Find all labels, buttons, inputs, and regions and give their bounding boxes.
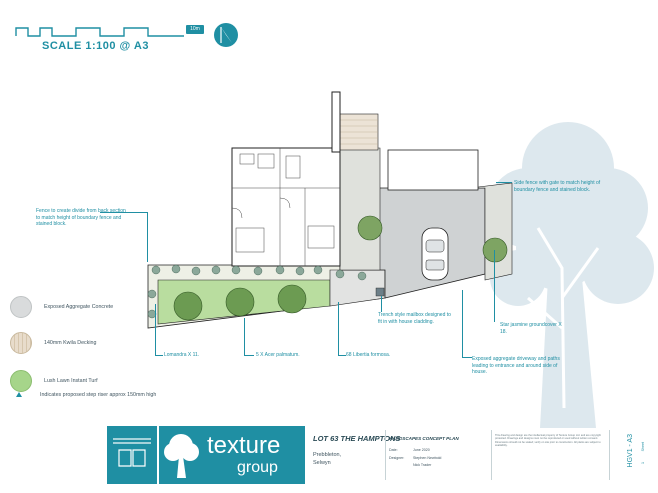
sheet-label: Sheet	[641, 442, 645, 452]
side-path-left	[339, 147, 381, 271]
designer-2: Nick Trader	[413, 463, 432, 467]
decking-swatch	[10, 332, 32, 354]
north-arrow-icon	[214, 23, 238, 47]
mailbox	[375, 287, 385, 297]
plan-title: HARDSCAPES CONCEPT PLAN	[389, 436, 459, 441]
note-acer: 5 X Acer palmatum.	[256, 352, 300, 358]
book-icon	[113, 438, 151, 467]
sheet-code: HGV1 - A3	[627, 434, 634, 468]
brand-name-top: texture	[207, 432, 281, 459]
scale-label: SCALE 1:100 @ A3	[42, 40, 149, 52]
title-block: texture group LOT 63 THE HAMPTONS Prebbl…	[107, 426, 653, 484]
acer-trees	[173, 215, 508, 321]
note-lomandra: Lomandra X 11.	[164, 352, 200, 358]
garage	[387, 149, 479, 191]
site-plan-drawing	[147, 91, 513, 329]
designer-1: Stephen Newbold	[413, 456, 442, 460]
brand-panel: texture group	[159, 426, 305, 484]
location-line-1: Prebbleton,	[313, 452, 342, 458]
brand-name-bottom: group	[237, 459, 278, 476]
designer-label: Designer:	[389, 456, 405, 460]
concrete-swatch	[10, 296, 32, 318]
tree-logo-icon	[164, 434, 199, 478]
note-fence-divide: Fence to create divide from back section…	[36, 208, 126, 228]
note-driveway: Exposed aggregate driveway and paths lea…	[472, 356, 560, 376]
sheet-number: 1	[641, 462, 645, 464]
note-libertia: 68 Libertia formosa.	[346, 352, 391, 358]
scale-bar	[15, 27, 184, 37]
step-triangle-icon	[16, 392, 22, 398]
lawn-swatch	[10, 370, 32, 392]
sheet-info: HGV1 - A3 Sheet 1	[613, 428, 653, 482]
location-line-2: Selwyn	[313, 460, 331, 466]
lot-title: LOT 63 THE HAMPTONS	[313, 434, 401, 443]
date-label: Date:	[389, 448, 398, 452]
date-value: June 2020	[413, 448, 430, 452]
car-graphic	[421, 227, 449, 281]
note-side-fence: Side fence with gate to match height of …	[514, 180, 601, 193]
disclaimer-text: This drawing and design are the intellec…	[495, 434, 601, 448]
note-star-jasmine: Star jasmine groundcover X 18.	[500, 322, 562, 335]
scale-badge: 10m	[186, 25, 204, 34]
step-riser-note: Indicates proposed step riser approx 150…	[16, 392, 156, 398]
note-trench-mailbox: Trench style mailbox designed to fit in …	[378, 312, 451, 325]
company-badge	[107, 426, 157, 484]
